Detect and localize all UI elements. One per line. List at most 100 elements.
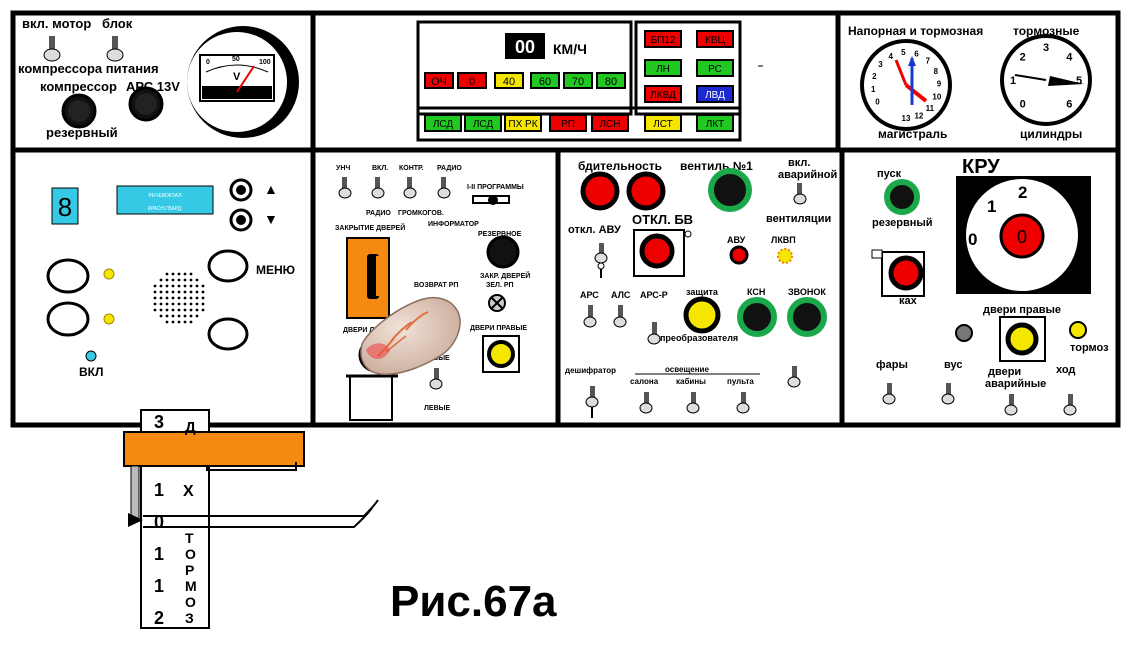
status-lamp: ЛВД: [696, 85, 734, 103]
svg-text:4: 4: [888, 52, 893, 61]
bottom-lamp: ЛСН: [591, 114, 629, 132]
status-lamp: РС: [696, 59, 734, 77]
svg-text:вентиляции: вентиляции: [766, 213, 831, 225]
doors-right-button[interactable]: [1005, 322, 1039, 356]
doors-right-button[interactable]: [487, 340, 515, 368]
svg-text:0: 0: [875, 98, 880, 107]
valve-1-button[interactable]: [708, 168, 752, 212]
vigilance-button-2[interactable]: [626, 171, 666, 211]
ksn-button[interactable]: [737, 297, 777, 337]
radio-toggle-4[interactable]: [437, 177, 451, 199]
lights-toggle[interactable]: [882, 383, 896, 405]
emergency-doors-toggle[interactable]: [1004, 394, 1018, 416]
svg-text:вентиль №1: вентиль №1: [680, 159, 753, 173]
svg-text:аварийные: аварийные: [985, 378, 1046, 390]
decoder-toggle[interactable]: [585, 386, 599, 418]
radio-button-3[interactable]: [207, 317, 249, 351]
svg-text:УНЧ: УНЧ: [336, 165, 350, 172]
svg-text:РЕЗЕРВНОЕ: РЕЗЕРВНОЕ: [478, 231, 522, 238]
console-light-toggle[interactable]: [736, 392, 750, 414]
svg-text:1: 1: [871, 85, 876, 94]
svg-text:7: 7: [926, 56, 931, 65]
svg-text:КОНТР.: КОНТР.: [399, 165, 424, 172]
kah-button[interactable]: [888, 255, 924, 291]
salon-light-toggle[interactable]: [639, 392, 653, 414]
left-right-toggle[interactable]: [429, 368, 443, 390]
svg-text:фары: фары: [876, 359, 908, 371]
radio-toggle-2[interactable]: [371, 177, 385, 199]
menu-button[interactable]: [207, 249, 249, 283]
svg-text:вус: вус: [944, 359, 962, 371]
svg-text:50: 50: [232, 56, 240, 63]
svg-text:ЛН: ЛН: [656, 64, 670, 75]
svg-text:Х: Х: [183, 483, 194, 500]
vigilance-button-1[interactable]: [580, 171, 620, 211]
svg-text:0: 0: [154, 512, 164, 532]
vus-toggle[interactable]: [941, 383, 955, 405]
svg-text:ЛСН: ЛСН: [599, 119, 620, 130]
radio-toggle-3[interactable]: [403, 177, 417, 199]
compressor-power-label: компрессора питания: [18, 61, 159, 76]
bv-off-button[interactable]: [639, 233, 675, 269]
speed-display: [505, 33, 545, 59]
svg-text:ЛСТ: ЛСТ: [653, 119, 673, 130]
radio-toggle-1[interactable]: [338, 177, 352, 199]
svg-text:пуск: пуск: [877, 168, 902, 180]
emergency-vent-toggle[interactable]: [793, 183, 807, 205]
svg-text:ДВЕРИ ПРАВЫЕ: ДВЕРИ ПРАВЫЕ: [470, 325, 527, 332]
svg-text:ЛЕВЫЕ: ЛЕВЫЕ: [424, 405, 450, 412]
svg-text:ГРОМКОГОВ.: ГРОМКОГОВ.: [398, 210, 444, 217]
gauge-right-label: цилиндры: [1020, 127, 1082, 141]
svg-text:откл. АВУ: откл. АВУ: [568, 224, 621, 236]
svg-text:1: 1: [987, 197, 996, 216]
svg-text:80: 80: [605, 76, 617, 88]
svg-text:РАДИО: РАДИО: [366, 210, 391, 217]
gauge-red-needle: [904, 83, 928, 103]
ars-toggle[interactable]: [583, 305, 597, 328]
svg-text:КСН: КСН: [747, 287, 765, 297]
motor-toggle[interactable]: [43, 36, 61, 62]
svg-text:2: 2: [154, 608, 164, 628]
svg-text:9: 9: [937, 80, 942, 89]
cabin-light-toggle[interactable]: [686, 392, 700, 414]
svg-text:V: V: [233, 71, 241, 83]
doors-panel: УНЧ ВКЛ. КОНТР. РАДИО РАДИО ГРОМКОГОВ. И…: [335, 165, 530, 421]
svg-text:АВУ: АВУ: [727, 235, 746, 245]
status-lamp: КВЦ: [696, 30, 734, 48]
svg-text:2: 2: [1020, 52, 1026, 64]
svg-text:З: З: [185, 610, 194, 626]
door-box: [349, 375, 393, 421]
protection-button[interactable]: [683, 296, 721, 334]
svg-text:ках: ках: [899, 295, 918, 307]
reserve-close-button[interactable]: [486, 235, 520, 269]
extra-toggle[interactable]: [787, 366, 801, 388]
svg-text:0: 0: [206, 59, 210, 66]
radio-button-1[interactable]: [46, 258, 90, 294]
compressor-label: компрессор: [40, 79, 117, 94]
speed-lamp: 80: [596, 72, 626, 89]
start-reserve-button[interactable]: [884, 179, 920, 215]
status-lamp: ЛКВД: [644, 85, 682, 103]
power-label: ВКЛ: [79, 365, 103, 379]
svg-text:ЗАКР. ДВЕРЕЙ: ЗАКР. ДВЕРЕЙ: [480, 271, 530, 280]
speed-lamp: 60: [530, 72, 560, 89]
block-toggle[interactable]: [106, 36, 124, 62]
indicator-led-2: [103, 313, 115, 325]
ars-r-toggle[interactable]: [647, 322, 661, 345]
svg-text:Д: Д: [185, 419, 196, 436]
emergency-move-toggle[interactable]: [1063, 394, 1077, 416]
controller-handle[interactable]: [123, 431, 305, 467]
als-toggle[interactable]: [613, 305, 627, 328]
voltmeter-needle: [236, 65, 255, 93]
svg-text:60: 60: [539, 76, 551, 88]
bell-button[interactable]: [787, 297, 827, 337]
svg-text:РАДИО: РАДИО: [437, 165, 462, 172]
avu-off-toggle[interactable]: [594, 243, 608, 278]
svg-text:двери правые: двери правые: [983, 304, 1061, 316]
radio-button-2[interactable]: [46, 301, 90, 337]
svg-text:70: 70: [572, 76, 584, 88]
svg-text:ЗВОНОК: ЗВОНОК: [788, 287, 826, 297]
svg-text:10: 10: [932, 93, 941, 102]
kru-knob[interactable]: [999, 213, 1045, 259]
